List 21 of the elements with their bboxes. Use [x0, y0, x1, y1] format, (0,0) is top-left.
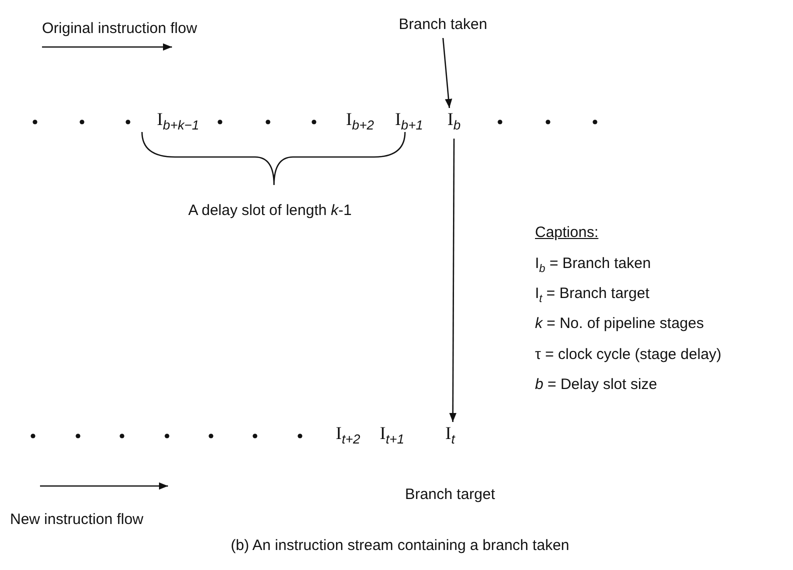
- branch-taken-text: Branch taken: [398, 16, 488, 34]
- figure-caption: (b) An instruction stream containing a branch taken: [230, 537, 570, 555]
- arrow: [442, 38, 452, 108]
- brace-label: A delay slot of length k-1: [188, 202, 352, 220]
- instruction-label: I$_{b+1}$: [394, 110, 424, 135]
- instruction-label: I$_{b}$: [447, 110, 461, 135]
- flow-label: Original instruction flow: [42, 20, 198, 38]
- legend-entry: I$_{b}$ = Branch taken: [535, 255, 651, 277]
- legend-entry: τ = clock cycle (stage delay): [535, 346, 722, 364]
- arrow: [449, 138, 456, 422]
- instruction-label: I$_{t+1}$: [380, 424, 404, 449]
- instruction-label: I$_{t}$: [445, 424, 455, 449]
- target-text: Branch target: [404, 486, 496, 504]
- flow-label: New instruction flow: [10, 511, 144, 529]
- instruction-label: I$_{t+2}$: [336, 424, 360, 449]
- instruction-label: I$_{b+2}$: [346, 110, 374, 135]
- legend-entry: I$_{t}$ = Branch target: [535, 285, 650, 307]
- legend-heading: Captions:: [535, 224, 598, 242]
- legend-entry: k = No. of pipeline stages: [535, 315, 704, 333]
- legend-entry: b = Delay slot size: [535, 376, 658, 394]
- instruction-label: I$_{b+k−1}$: [156, 110, 200, 135]
